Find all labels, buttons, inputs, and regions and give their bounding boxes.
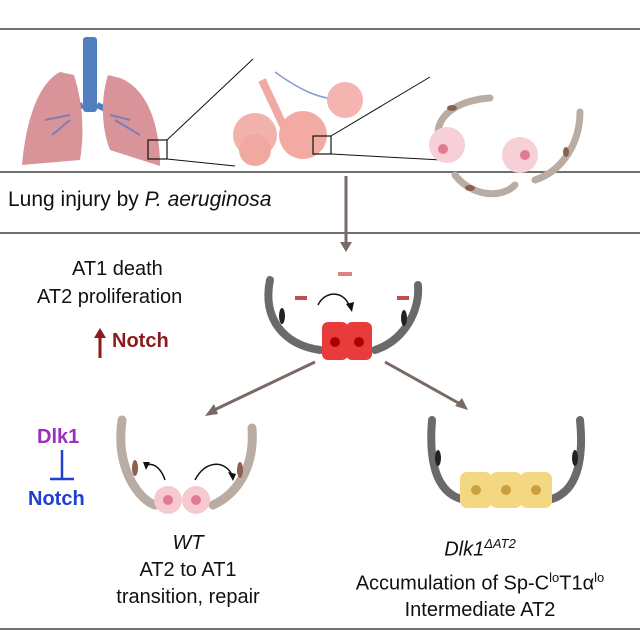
at2-proliferation-label: AT2 proliferation	[37, 286, 183, 308]
ko-genotype: Dlk1ΔAT2	[300, 530, 640, 564]
alveolus-cells-normal	[429, 94, 584, 198]
ko-line1-b: T1α	[559, 572, 595, 595]
alveoli-illustration	[233, 71, 443, 166]
ko-line2: Intermediate AT2	[404, 599, 556, 622]
ko-caption: Dlk1ΔAT2 Accumulation of Sp-CloT1αlo Int…	[300, 530, 640, 624]
ko-line1: Accumulation of Sp-CloT1αlo	[300, 564, 640, 598]
ko-alveolus	[427, 416, 585, 508]
ko-genotype-sup: ΔAT2	[484, 536, 516, 551]
divider-label	[0, 232, 640, 234]
at1-death-label: AT1 death	[72, 258, 163, 280]
ko-line1-a: Accumulation of Sp-C	[355, 572, 550, 595]
ko-genotype-name: Dlk1	[444, 538, 485, 561]
ko-sup2: lo	[594, 569, 605, 585]
wt-line1: AT2 to AT1	[139, 559, 237, 581]
inhibition-symbol	[50, 450, 74, 481]
branch-arrows	[205, 360, 468, 416]
divider-middle	[0, 171, 640, 173]
injury-label: Lung injury by P. aeruginosa	[8, 188, 271, 212]
divider-bottom	[0, 628, 640, 630]
injury-arrow	[340, 176, 352, 252]
wt-line2: transition, repair	[116, 586, 260, 608]
wt-genotype: WT	[172, 532, 204, 554]
notch-inhibited-label: Notch	[28, 488, 85, 510]
wt-alveolus	[116, 415, 257, 514]
injured-alveolus	[264, 272, 423, 360]
wt-caption: WT AT2 to AT1 transition, repair	[100, 530, 276, 611]
lungs-illustration	[22, 37, 254, 167]
injury-label-prefix: Lung injury by	[8, 188, 145, 211]
pathogen-name: P. aeruginosa	[144, 188, 272, 211]
notch-up-arrow	[94, 328, 106, 358]
notch-up-label: Notch	[112, 330, 169, 352]
divider-top	[0, 28, 640, 30]
dlk1-label: Dlk1	[37, 426, 80, 448]
ko-sup1: lo	[549, 569, 560, 585]
